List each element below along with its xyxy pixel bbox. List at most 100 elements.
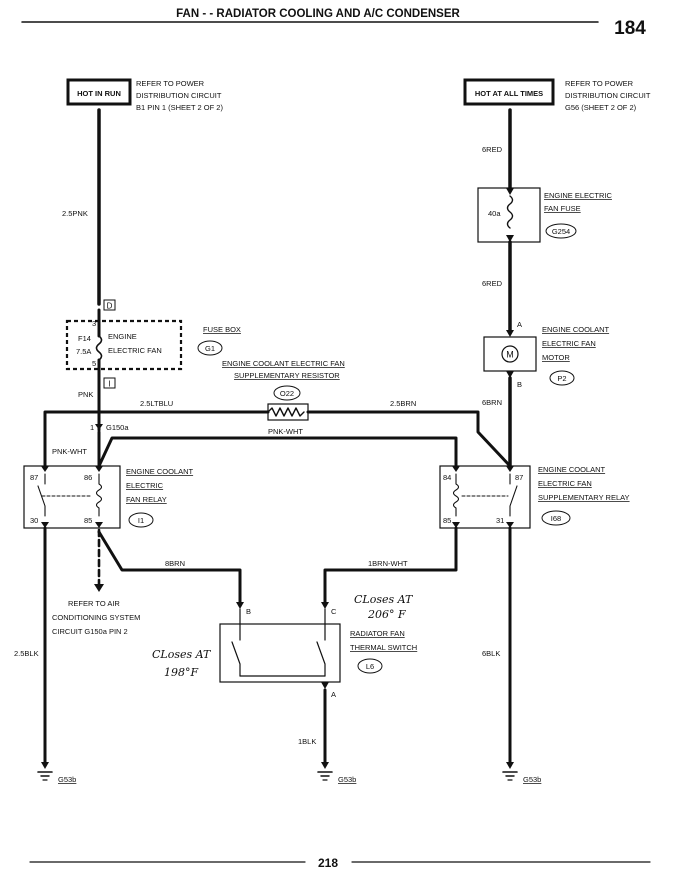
right-power-ref-3: G56 (SHEET 2 OF 2) (565, 103, 637, 112)
left-relay-pin-86: 86 (84, 473, 92, 482)
wire-label-6brn: 6BRN (482, 398, 502, 407)
right-relay-name-1: ENGINE COOLANT (538, 465, 606, 474)
wire-1brn-wht (323, 526, 458, 604)
hot-in-run-label: HOT IN RUN (77, 89, 121, 98)
switch-pin-a-arrow (321, 682, 329, 689)
left-relay-box (23, 465, 121, 529)
fuse-box-pin-d-label: D (107, 302, 113, 311)
wire-label-pnk-wht-left: PNK-WHT (52, 447, 87, 456)
ac-ref-line-2: CONDITIONING SYSTEM (52, 613, 140, 622)
ground-left-label: G53b (58, 775, 76, 784)
right-relay-pin-31: 31 (496, 516, 504, 525)
fan-motor-symbol: M (506, 350, 514, 360)
fuse-box-outline (65, 319, 183, 371)
right-relay-contact (509, 473, 518, 517)
switch-name-1: RADIATOR FAN (350, 629, 405, 638)
supplementary-resistor (267, 407, 305, 417)
motor-pin-a: A (517, 320, 522, 329)
wire-label-6red-top: 6RED (482, 145, 503, 154)
motor-ref: P2 (557, 374, 566, 383)
wire-label-6blk: 6BLK (482, 649, 500, 658)
resistor-name-2: SUPPLEMENTARY RESISTOR (234, 371, 340, 380)
switch-pin-b-arrow (236, 602, 244, 609)
switch-contact-198 (231, 608, 241, 677)
left-relay-pin-30: 30 (30, 516, 38, 525)
switch-note-right-2: 206° F (367, 608, 406, 621)
connector-g150a-label: G150a (106, 423, 129, 432)
fuse-f14-symbol (95, 335, 103, 361)
thermal-switch-box (219, 623, 341, 683)
switch-pin-b: B (246, 607, 251, 616)
left-relay-name-3: FAN RELAY (126, 495, 167, 504)
ac-ref-line-1: REFER TO AIR (68, 599, 120, 608)
fuse-box-pin-3: 3 (92, 319, 96, 328)
left-relay-pin-85: 85 (84, 516, 92, 525)
switch-note-right-1: CLoses AT (354, 593, 414, 606)
wire-label-2-5blk: 2.5BLK (14, 649, 39, 658)
fan-fuse-name-1: ENGINE ELECTRIC (544, 191, 613, 200)
fan-fuse-name-2: FAN FUSE (544, 204, 581, 213)
ac-ref-line-3: CIRCUIT G150a PIN 2 (52, 627, 128, 636)
wire-label-2-5brn: 2.5BRN (390, 399, 416, 408)
connector-g150a-arrow (95, 424, 103, 430)
fan-motor-icon (501, 345, 519, 363)
motor-pin-b: B (517, 380, 522, 389)
switch-ref: L6 (366, 662, 374, 671)
switch-note-left-2: 198°F (164, 666, 198, 679)
ground-center-label: G53b (338, 775, 356, 784)
fan-fuse-in-arrow (506, 188, 514, 195)
fan-fuse-rating: 40a (488, 209, 501, 218)
ground-left-icon (37, 762, 53, 781)
wire-label-pnk-wht-top: PNK-WHT (268, 427, 303, 436)
right-relay-coil (452, 473, 460, 517)
right-relay-pin-87: 87 (515, 473, 523, 482)
fuse-box-pin-5: 5 (92, 359, 96, 368)
fuse-box-pin-d (103, 299, 116, 311)
right-relay-pin-84: 84 (443, 473, 451, 482)
left-power-ref-3: B1 PIN 1 (SHEET 2 OF 2) (136, 103, 223, 112)
page-number: 218 (318, 856, 338, 870)
fuse-box-label: FUSE BOX (203, 325, 241, 334)
wire-label-2-5pnk: 2.5PNK (62, 209, 88, 218)
resistor-name-1: ENGINE COOLANT ELECTRIC FAN (222, 359, 345, 368)
resistor-ref-badge (273, 385, 301, 401)
switch-ref-badge (357, 658, 383, 674)
fuse-box-name-1: ENGINE (108, 332, 137, 341)
hot-in-run-box (66, 78, 132, 106)
right-relay-pin31-arrow (506, 522, 514, 528)
wire-label-2-5ltblu: 2.5LTBLU (140, 399, 173, 408)
right-relay-pin-85: 85 (443, 516, 451, 525)
right-relay-name-2: ELECTRIC FAN (538, 479, 592, 488)
motor-ref-badge (549, 370, 575, 386)
motor-name-2: ELECTRIC FAN (542, 339, 596, 348)
resistor-ref: O22 (280, 389, 294, 398)
right-relay-pin87-arrow (506, 466, 514, 472)
wire-label-1blk: 1BLK (298, 737, 316, 746)
right-relay-name-3: SUPPLEMENTARY RELAY (538, 493, 630, 502)
wire-label-1brn-wht: 1BRN-WHT (368, 559, 408, 568)
left-relay-pin30-arrow (41, 522, 49, 528)
hot-at-all-times-box (463, 78, 555, 106)
fuse-box-pin-i (103, 377, 116, 389)
fuse-box-name-2: ELECTRIC FAN (108, 346, 162, 355)
right-relay-pin84-arrow (452, 466, 460, 472)
motor-out-arrow (506, 371, 514, 378)
switch-pin-c: C (331, 607, 337, 616)
right-relay-box (439, 465, 531, 529)
page-code: 184 (614, 18, 646, 39)
ground-center-icon (317, 762, 333, 781)
switch-note-left-1: CLoses AT (152, 648, 212, 661)
right-relay-ref: I68 (551, 514, 561, 523)
hot-at-all-times-label: HOT AT ALL TIMES (475, 89, 543, 98)
switch-pin-a: A (331, 690, 336, 699)
wire-8brn (97, 530, 242, 604)
wire-label-6red-mid: 6RED (482, 279, 503, 288)
wire-label-8brn: 8BRN (165, 559, 185, 568)
fan-fuse-ref: G254 (552, 227, 570, 236)
left-relay-name-2: ELECTRIC (126, 481, 164, 490)
fan-fuse-ref-badge (545, 223, 577, 239)
left-relay-name-1: ENGINE COOLANT (126, 467, 194, 476)
switch-contact-206 (316, 608, 326, 677)
ground-right-icon (502, 762, 518, 781)
